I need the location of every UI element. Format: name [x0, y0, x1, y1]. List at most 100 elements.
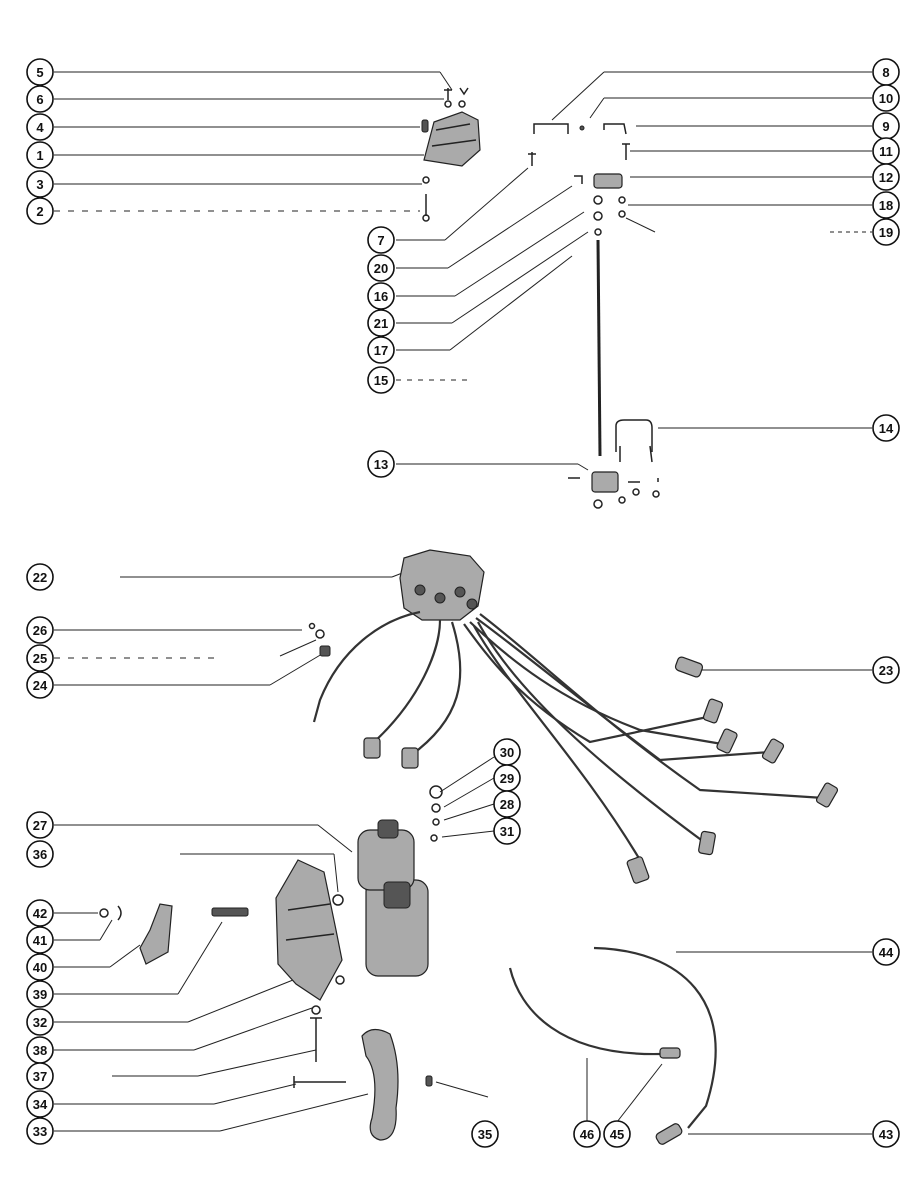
callout-circle: [872, 414, 900, 442]
callout-number: 4: [36, 120, 44, 135]
callout-number: 37: [33, 1069, 47, 1084]
callout-41: 41: [26, 926, 54, 954]
callout-circle: [26, 563, 54, 591]
callout-number: 3: [36, 177, 43, 192]
callout-number: 22: [33, 570, 47, 585]
callout-circle: [26, 1117, 54, 1145]
callout-number: 39: [33, 987, 47, 1002]
distributor-cap-and-wires: [308, 549, 839, 884]
callout-circle: [872, 84, 900, 112]
callout-circle: [26, 170, 54, 198]
callout-number: 38: [33, 1043, 47, 1058]
callout-12: 12: [872, 163, 900, 191]
callout-number: 36: [33, 847, 47, 862]
callout-3: 3: [26, 170, 54, 198]
callout-circle: [26, 616, 54, 644]
callout-number: 16: [374, 289, 388, 304]
callout-16: 16: [367, 282, 395, 310]
linkage-assembly: [528, 123, 660, 509]
callout-15: 15: [367, 366, 395, 394]
callout-number: 32: [33, 1015, 47, 1030]
callout-circle: [26, 1062, 54, 1090]
coil-bracket-assembly: [99, 859, 433, 1141]
callout-number: 33: [33, 1124, 47, 1139]
callout-circle: [872, 163, 900, 191]
callout-14: 14: [872, 414, 900, 442]
callout-circle: [26, 58, 54, 86]
callout-11: 11: [872, 137, 900, 165]
callout-1: 1: [26, 141, 54, 169]
callout-circle: [26, 899, 54, 927]
callout-circle: [573, 1120, 601, 1148]
callout-6: 6: [26, 85, 54, 113]
callout-number: 7: [377, 233, 384, 248]
callout-number: 12: [879, 170, 893, 185]
callout-circle: [367, 366, 395, 394]
callout-number: 28: [500, 797, 514, 812]
callout-33: 33: [26, 1117, 54, 1145]
callout-23: 23: [872, 656, 900, 684]
callout-number: 1: [36, 148, 43, 163]
callout-46: 46: [573, 1120, 601, 1148]
callout-20: 20: [367, 254, 395, 282]
callout-number: 41: [33, 933, 47, 948]
callout-38: 38: [26, 1036, 54, 1064]
callout-21: 21: [367, 309, 395, 337]
callout-27: 27: [26, 811, 54, 839]
callout-number: 10: [879, 91, 893, 106]
callout-10: 10: [872, 84, 900, 112]
callout-number: 9: [882, 119, 889, 134]
callout-circle: [26, 840, 54, 868]
callout-25: 25: [26, 644, 54, 672]
callout-number: 40: [33, 960, 47, 975]
callout-circle: [26, 926, 54, 954]
callout-34: 34: [26, 1090, 54, 1118]
callout-number: 18: [879, 198, 893, 213]
callout-number: 11: [879, 144, 893, 159]
callout-circle: [26, 953, 54, 981]
callout-circle: [493, 817, 521, 845]
callout-circle: [367, 254, 395, 282]
callout-number: 13: [374, 457, 388, 472]
callout-8: 8: [872, 58, 900, 86]
callout-circle: [872, 191, 900, 219]
callout-35: 35: [471, 1120, 499, 1148]
callout-number: 42: [33, 906, 47, 921]
callout-13: 13: [367, 450, 395, 478]
callout-number: 8: [882, 65, 889, 80]
callout-number: 19: [879, 225, 893, 240]
callout-19: 19: [872, 218, 900, 246]
callout-43: 43: [872, 1120, 900, 1148]
callout-26: 26: [26, 616, 54, 644]
callout-44: 44: [872, 938, 900, 966]
callout-number: 44: [879, 945, 894, 960]
callout-number: 25: [33, 651, 47, 666]
callout-17: 17: [367, 336, 395, 364]
callout-circle: [26, 1090, 54, 1118]
callout-circle: [367, 309, 395, 337]
callout-9: 9: [872, 112, 900, 140]
callout-circle: [26, 671, 54, 699]
ignition-coil: [357, 785, 443, 977]
callout-circle: [367, 336, 395, 364]
cover-assembly: [421, 87, 481, 222]
callout-number: 35: [478, 1127, 492, 1142]
callout-5: 5: [26, 58, 54, 86]
callout-number: 15: [374, 373, 388, 388]
callout-42: 42: [26, 899, 54, 927]
callout-39: 39: [26, 980, 54, 1008]
callout-number: 26: [33, 623, 47, 638]
callout-circle: [872, 1120, 900, 1148]
callout-number: 6: [36, 92, 43, 107]
callout-circle: [872, 938, 900, 966]
callout-circle: [367, 282, 395, 310]
callout-circle: [26, 980, 54, 1008]
callout-32: 32: [26, 1008, 54, 1036]
callout-circle: [26, 85, 54, 113]
callout-31: 31: [493, 817, 521, 845]
callout-2: 2: [26, 197, 54, 225]
callout-circle: [26, 644, 54, 672]
callout-number: 17: [374, 343, 388, 358]
callout-28: 28: [493, 790, 521, 818]
callout-number: 43: [879, 1127, 893, 1142]
